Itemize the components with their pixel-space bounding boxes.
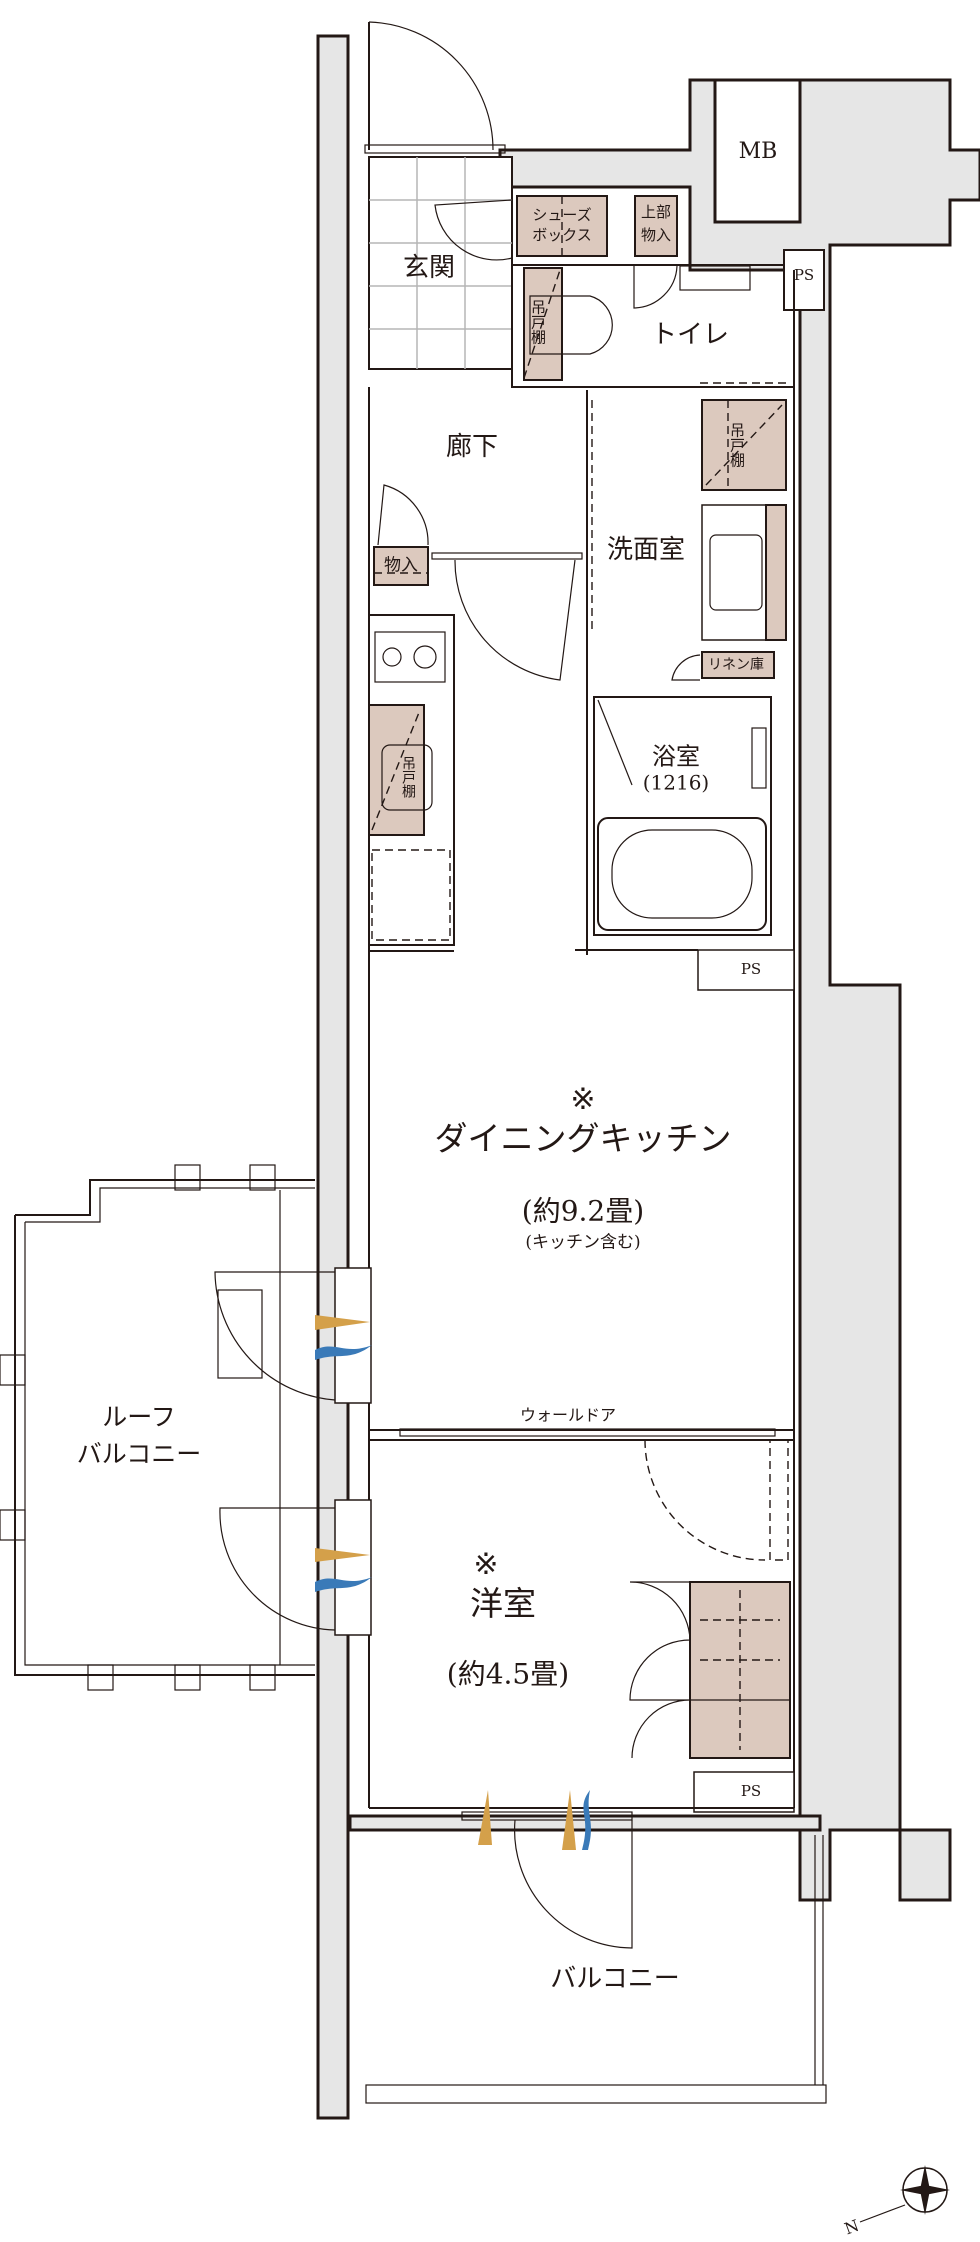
linen-door[interactable]	[671, 654, 701, 681]
dk-area: (約9.2畳)	[522, 1195, 644, 1228]
wall-door[interactable]	[369, 1428, 794, 1441]
ps-shaft	[783, 249, 825, 311]
washbasin-icon	[709, 534, 763, 611]
shoe-box-label-1: シューズ	[532, 206, 591, 224]
toilet-bowl-icon	[529, 295, 613, 355]
kitchen-counter: 吊戸棚	[368, 614, 455, 946]
western-area: (約4.5畳)	[447, 1658, 569, 1691]
room-label-hallway: 廊下	[446, 432, 498, 462]
north-label: N	[842, 2216, 862, 2239]
room-label-bathroom: 浴室	[652, 743, 700, 771]
ps-label-3: PS	[741, 1782, 761, 1800]
sink-icon	[381, 744, 433, 811]
closet: 物入	[373, 484, 429, 586]
stove-icon	[374, 631, 446, 683]
roof-balcony-door-2[interactable]	[219, 1499, 372, 1636]
upper-storage: 上部 物入	[634, 195, 678, 257]
balcony-railing	[365, 2084, 827, 2104]
roof-balcony	[0, 1164, 315, 1691]
room-label-washroom: 洗面室	[607, 535, 685, 565]
room-label-western: 洋室	[470, 1584, 536, 1623]
toilet-door[interactable]	[633, 265, 678, 309]
kitchen-cabinet-label: 吊戸棚	[400, 756, 416, 798]
western-mark: ※	[473, 1547, 498, 1582]
linen-label: リネン庫	[708, 656, 764, 673]
bathroom-size: (1216)	[643, 771, 710, 795]
upper-storage-label-2: 物入	[641, 226, 671, 244]
ps-shaft-2	[697, 949, 795, 991]
room-label-toilet: トイレ	[651, 320, 729, 350]
washroom-door[interactable]	[431, 552, 583, 681]
ps-label-2: PS	[741, 960, 761, 978]
exterior-walls	[316, 34, 980, 2120]
wall-door-label: ウォールドア	[520, 1406, 616, 1425]
balcony-door[interactable]	[461, 1811, 633, 1949]
ventilation-icon-2	[315, 1315, 372, 1592]
bathtub-icon	[611, 829, 753, 919]
toilet-cabinet-label: 吊戸棚	[529, 300, 547, 345]
toilet-tank-icon	[679, 265, 751, 291]
roof-balcony-label-2: バルコニー	[77, 1440, 202, 1469]
shoe-box-door[interactable]	[434, 199, 513, 261]
entrance-door[interactable]	[364, 21, 506, 154]
washroom-cabinet-label: 吊戸棚	[728, 423, 746, 468]
dk-note: (キッチン含む)	[525, 1233, 640, 1253]
ventilation-icon	[478, 1790, 592, 1850]
shoe-box: シューズ ボックス	[516, 195, 608, 257]
dk-mark: ※	[570, 1082, 595, 1117]
compass-rose-icon: N	[842, 2165, 950, 2238]
mb-label: MB	[739, 139, 778, 164]
left-wall	[316, 34, 350, 2120]
upper-storage-label-1: 上部	[641, 203, 671, 221]
meter-box	[713, 78, 802, 224]
roof-balcony-door-1[interactable]	[214, 1267, 372, 1404]
bathroom	[593, 696, 772, 936]
room-label-balcony: バルコニー	[550, 1964, 679, 1994]
closet-door[interactable]	[377, 484, 429, 546]
toilet-room: PS 吊戸棚	[511, 249, 825, 388]
washroom-fixtures: 吊戸棚 リネン庫	[671, 399, 787, 681]
ps-label: PS	[794, 266, 814, 284]
entrance-floor	[368, 156, 513, 370]
room-label-dk: ダイニングキッチン	[435, 1119, 732, 1158]
ps-shaft-3	[693, 1771, 795, 1813]
roof-balcony-label-1: ルーフ	[102, 1403, 176, 1432]
shoe-box-label-2: ボックス	[532, 226, 592, 244]
western-closet	[629, 1581, 791, 1759]
room-label-entrance: 玄関	[403, 253, 455, 283]
western-door-swing	[644, 1439, 766, 1561]
closet-label: 物入	[384, 556, 418, 576]
